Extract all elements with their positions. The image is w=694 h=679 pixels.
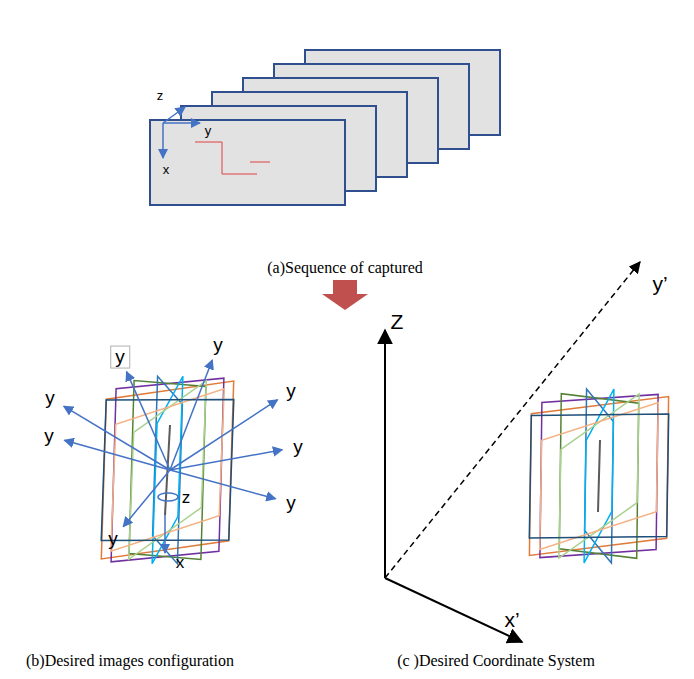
axis-label: y <box>110 346 130 369</box>
y-arrow <box>64 440 170 470</box>
y-axis-arrows <box>64 360 283 527</box>
y-arrow <box>170 360 212 470</box>
axis-label: z <box>182 489 191 508</box>
caption: (c )Desired Coordinate System <box>397 652 595 670</box>
axis-label: y <box>293 437 303 458</box>
axis-label: x <box>176 554 185 573</box>
axis-label: x’ <box>504 608 519 631</box>
frame-axes <box>163 107 200 158</box>
image-plane <box>559 394 638 559</box>
axis-label: y <box>286 381 296 402</box>
y-arrow <box>64 406 170 470</box>
axis-label: Z <box>391 310 404 333</box>
image-planes <box>529 389 668 563</box>
image-plane <box>559 394 639 558</box>
axis-label: y <box>45 388 55 409</box>
axis-label: y <box>44 426 54 447</box>
y-arrow <box>170 400 278 470</box>
y-arrow <box>127 372 171 470</box>
down-arrow <box>322 280 368 310</box>
axis-label: y <box>205 124 212 138</box>
caption: (a)Sequence of captured <box>267 259 422 277</box>
coordinate-axes <box>385 262 640 642</box>
y-arrow <box>123 470 170 527</box>
axis-label: y <box>213 335 223 356</box>
image-plane <box>540 403 659 550</box>
image-plane <box>540 394 658 557</box>
y-arrow <box>170 450 282 470</box>
image-frames <box>150 50 500 205</box>
axis-label: y <box>286 493 296 514</box>
image-plane <box>529 397 668 556</box>
image-plane <box>529 414 668 538</box>
red-line <box>250 162 270 163</box>
axis-label: y <box>108 529 118 550</box>
red-line <box>195 142 257 174</box>
axis-label: z <box>157 89 164 103</box>
z-rotation <box>158 493 178 553</box>
caption: (b)Desired images configuration <box>26 652 234 670</box>
image-frame <box>150 120 345 205</box>
rotation-axis <box>598 440 600 512</box>
axis-label: y’ <box>652 272 667 295</box>
axis-label: x <box>163 163 170 177</box>
